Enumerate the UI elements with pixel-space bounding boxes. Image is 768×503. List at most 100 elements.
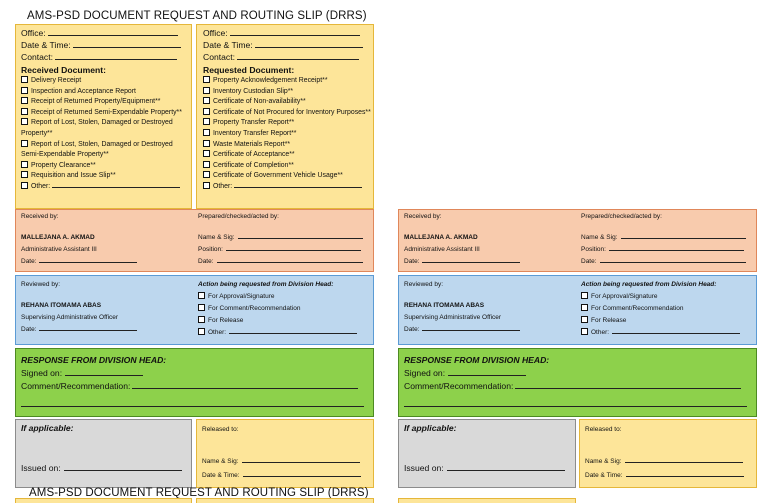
checkbox-icon xyxy=(21,171,28,179)
comment-line[interactable] xyxy=(21,406,364,407)
action-approval-checkbox[interactable]: For Approval/Signature xyxy=(198,291,370,303)
reviewed-by-panel-copy: Reviewed by: REHANA ITOMAMA ABAS Supervi… xyxy=(398,275,757,345)
reviewer-position: Supervising Administrative Officer xyxy=(21,314,119,321)
name-sig-field[interactable]: Name & Sig: xyxy=(198,232,370,244)
received-document-panel: Office: Date & Time: Contact: Received D… xyxy=(15,24,192,209)
comment-recommendation-field[interactable]: Comment/Recommendation: xyxy=(21,380,371,393)
received-by-label: Received by: xyxy=(21,213,59,220)
action-other-checkbox[interactable]: Other: xyxy=(581,327,753,339)
checkbox-waste-materials[interactable]: Waste Materials Report** xyxy=(203,139,373,151)
reviewer-name: REHANA ITOMAMA ABAS xyxy=(21,302,102,309)
received-date-field[interactable]: Date: xyxy=(21,256,191,268)
signed-on-field[interactable]: Signed on: xyxy=(404,367,754,380)
reviewed-by-label: Reviewed by: xyxy=(404,281,444,288)
receiver-position: Administrative Assistant III xyxy=(21,246,97,253)
prepared-by-label: Prepared/checked/acted by: xyxy=(198,213,279,220)
receiver-name: MALLEJANA A. AKMAD xyxy=(21,234,95,241)
checkbox-icon xyxy=(203,97,210,105)
reviewer-position: Supervising Administrative Officer xyxy=(404,314,502,321)
action-other-checkbox[interactable]: Other: xyxy=(198,327,370,339)
checkbox-property-clearance[interactable]: Property Clearance** xyxy=(21,160,191,172)
received-document-heading: Received Document: xyxy=(21,64,107,75)
checkbox-icon xyxy=(581,328,588,335)
action-requested-label: Action being requested from Division Hea… xyxy=(581,281,717,288)
checkbox-icon xyxy=(203,160,210,168)
checkbox-lost-property[interactable]: Report of Lost, Stolen, Damaged or Destr… xyxy=(21,118,173,137)
received-by-panel-copy: Received by: MALLEJANA A. AKMAD Administ… xyxy=(398,209,757,272)
requested-document-heading: Requested Document: xyxy=(203,64,295,75)
released-name-sig-field[interactable]: Name & Sig: xyxy=(202,456,360,468)
checkbox-icon xyxy=(21,181,28,189)
checkbox-acceptance[interactable]: Certificate of Acceptance** xyxy=(203,150,373,161)
prepared-by-label: Prepared/checked/acted by: xyxy=(581,213,662,220)
checkbox-vehicle-usage[interactable]: Certificate of Government Vehicle Usage*… xyxy=(203,171,373,182)
checkbox-property-transfer[interactable]: Property Transfer Report** xyxy=(203,118,373,129)
checkbox-other-received[interactable]: Other: xyxy=(21,181,191,193)
action-release-checkbox[interactable]: For Release xyxy=(581,315,753,327)
prepared-date-field[interactable]: Date: xyxy=(198,256,370,268)
checkbox-returned-property[interactable]: Receipt of Returned Property/Equipment** xyxy=(21,97,191,108)
receiver-position: Administrative Assistant III xyxy=(404,246,480,253)
released-name-sig-field[interactable]: Name & Sig: xyxy=(585,456,743,468)
received-by-label: Received by: xyxy=(404,213,442,220)
office-field[interactable]: Office: xyxy=(21,27,189,39)
requested-document-panel: Office: Date & Time: Contact: Requested … xyxy=(196,24,374,209)
position-field[interactable]: Position: xyxy=(198,244,370,256)
next-slip-yellow-edge xyxy=(398,498,576,503)
checkbox-icon xyxy=(198,292,205,299)
response-heading: RESPONSE FROM DIVISION HEAD: xyxy=(21,355,167,365)
signed-on-field[interactable]: Signed on: xyxy=(21,367,371,380)
contact-field[interactable]: Contact: xyxy=(203,51,371,63)
checkbox-not-procured[interactable]: Certificate of Not Procured for Inventor… xyxy=(203,107,373,119)
date-time-field[interactable]: Date & Time: xyxy=(21,39,189,51)
if-applicable-panel: If applicable: Issued on: xyxy=(15,419,192,488)
checkbox-property-acknowledgement[interactable]: Property Acknowledgement Receipt** xyxy=(203,76,373,87)
office-field[interactable]: Office: xyxy=(203,27,371,39)
checkbox-icon xyxy=(203,107,210,115)
issued-on-field[interactable]: Issued on: xyxy=(21,462,182,475)
checkbox-inventory-custodian[interactable]: Inventory Custodian Slip** xyxy=(203,86,373,98)
checkbox-inventory-transfer[interactable]: Inventory Transfer Report** xyxy=(203,128,373,140)
checkbox-icon xyxy=(21,86,28,94)
reviewed-date-field[interactable]: Date: xyxy=(21,324,191,336)
checkbox-icon xyxy=(21,107,28,115)
received-date-field[interactable]: Date: xyxy=(404,256,574,268)
comment-recommendation-field[interactable]: Comment/Recommendation: xyxy=(404,380,754,393)
checkbox-other-requested[interactable]: Other: xyxy=(203,181,373,193)
checkbox-icon xyxy=(198,328,205,335)
checkbox-icon xyxy=(203,171,210,179)
checkbox-icon xyxy=(21,118,28,126)
checkbox-lost-semi-expendable[interactable]: Report of Lost, Stolen, Damaged or Destr… xyxy=(21,139,173,159)
released-to-panel: Released to: Name & Sig: Date & Time: xyxy=(196,419,374,488)
position-field[interactable]: Position: xyxy=(581,244,753,256)
checkbox-returned-semi-expendable[interactable]: Receipt of Returned Semi-Expendable Prop… xyxy=(21,107,191,119)
comment-line[interactable] xyxy=(404,406,747,407)
action-comment-checkbox[interactable]: For Comment/Recommendation xyxy=(581,303,753,315)
action-release-checkbox[interactable]: For Release xyxy=(198,315,370,327)
received-by-panel: Received by: MALLEJANA A. AKMAD Administ… xyxy=(15,209,374,272)
issued-on-field[interactable]: Issued on: xyxy=(404,462,565,475)
next-slip-yellow-edge xyxy=(196,498,374,503)
contact-field[interactable]: Contact: xyxy=(21,51,189,63)
released-to-panel-copy: Released to: Name & Sig: Date & Time: xyxy=(579,419,757,488)
checkbox-icon xyxy=(203,118,210,126)
name-sig-field[interactable]: Name & Sig: xyxy=(581,232,753,244)
reviewed-date-field[interactable]: Date: xyxy=(404,324,574,336)
action-approval-checkbox[interactable]: For Approval/Signature xyxy=(581,291,753,303)
released-date-time-field[interactable]: Date & Time: xyxy=(202,470,361,482)
checkbox-completion[interactable]: Certificate of Completion** xyxy=(203,160,373,172)
date-time-field[interactable]: Date & Time: xyxy=(203,39,371,51)
checkbox-icon xyxy=(198,316,205,323)
next-slip-yellow-edge xyxy=(15,498,192,503)
checkbox-non-availability[interactable]: Certificate of Non-availability** xyxy=(203,97,373,108)
action-comment-checkbox[interactable]: For Comment/Recommendation xyxy=(198,303,370,315)
checkbox-icon xyxy=(21,76,28,83)
checkbox-inspection-acceptance[interactable]: Inspection and Acceptance Report xyxy=(21,86,191,98)
checkbox-requisition-issue[interactable]: Requisition and Issue Slip** xyxy=(21,171,191,182)
released-date-time-field[interactable]: Date & Time: xyxy=(585,470,744,482)
checkbox-icon xyxy=(21,97,28,105)
checkbox-delivery-receipt[interactable]: Delivery Receipt xyxy=(21,76,191,87)
checkbox-icon xyxy=(581,292,588,299)
prepared-date-field[interactable]: Date: xyxy=(581,256,753,268)
form-title: AMS-PSD DOCUMENT REQUEST AND ROUTING SLI… xyxy=(27,10,367,22)
